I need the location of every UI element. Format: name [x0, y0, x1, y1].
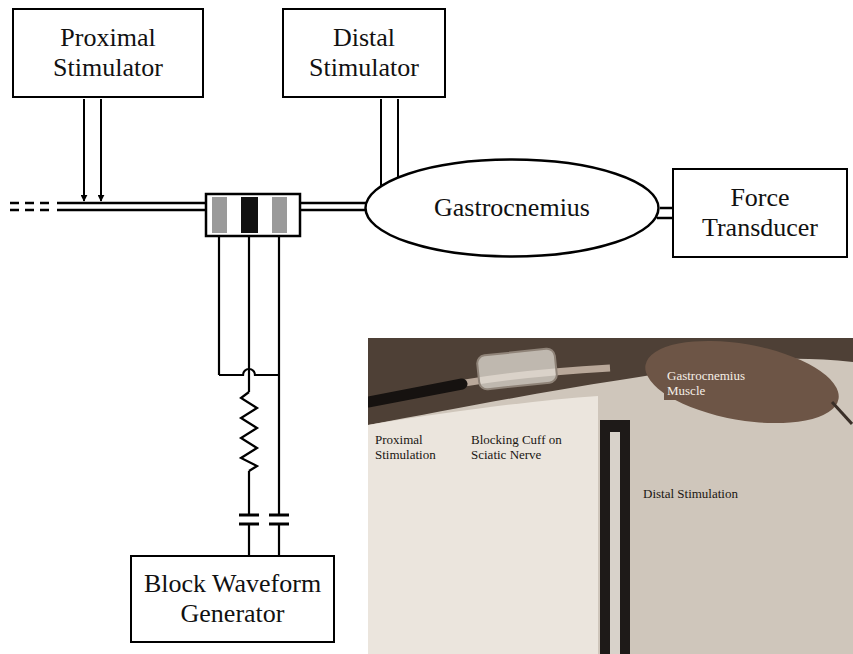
stimulation-arrows	[84, 99, 398, 201]
wire	[218, 236, 220, 375]
wire	[248, 471, 250, 515]
capacitor-plate	[269, 514, 289, 517]
surgical-photo	[368, 338, 853, 654]
cuff-electrode	[212, 197, 227, 233]
cuff-electrode	[241, 197, 258, 233]
stimulus-lead	[83, 99, 85, 201]
wire	[248, 236, 250, 392]
resistor-symbol	[241, 392, 257, 471]
node-label: Force Transducer	[685, 183, 835, 243]
capacitor-plate	[239, 514, 259, 517]
photo-label: Blocking Cuff on Sciatic Nerve	[468, 432, 572, 464]
muscle-ellipse: Gastrocnemius	[364, 158, 660, 258]
node-texts: Proximal Stimulator	[23, 23, 193, 83]
wire	[248, 524, 250, 556]
cuff-body	[206, 194, 300, 236]
node-texts: Block Waveform Generator	[140, 569, 325, 629]
connector-line	[660, 207, 672, 210]
node-texts: Distal Stimulator	[294, 23, 434, 83]
photo-label: Gastrocnemius Muscle	[664, 368, 756, 400]
node-label: Gastrocnemius	[417, 193, 607, 223]
transducer-box: Force Transducer	[672, 168, 848, 258]
photo-probe-slit	[610, 432, 620, 654]
cuff-wiring	[219, 236, 289, 556]
generator-box: Block Waveform Generator	[130, 555, 335, 643]
connector-line	[657, 217, 672, 220]
photo-proximal-probe	[368, 384, 462, 402]
photo-fur	[368, 396, 598, 654]
blocking-cuff	[206, 194, 300, 236]
nerve-dashed	[10, 202, 55, 205]
photo-muscle	[639, 338, 845, 436]
ellipse-shape	[366, 160, 659, 257]
nerve-dashed	[10, 209, 55, 212]
photo-cuff	[476, 348, 557, 390]
stimulus-lead	[100, 99, 102, 201]
node-texts: Gastrocnemius	[417, 193, 607, 223]
photo-tendon-hook	[832, 402, 852, 424]
cuff-electrode	[272, 197, 287, 233]
node-label: Proximal Stimulator	[23, 23, 193, 83]
stimulator-box: Distal Stimulator	[282, 8, 446, 98]
wire	[278, 524, 280, 556]
node-texts: Force Transducer	[685, 183, 835, 243]
stimulator-box: Proximal Stimulator	[12, 8, 204, 98]
photo-label: Proximal Stimulation	[372, 432, 444, 464]
photo-label: Distal Stimulation	[640, 486, 752, 503]
node-label: Block Waveform Generator	[140, 569, 325, 629]
node-label: Distal Stimulator	[294, 23, 434, 83]
